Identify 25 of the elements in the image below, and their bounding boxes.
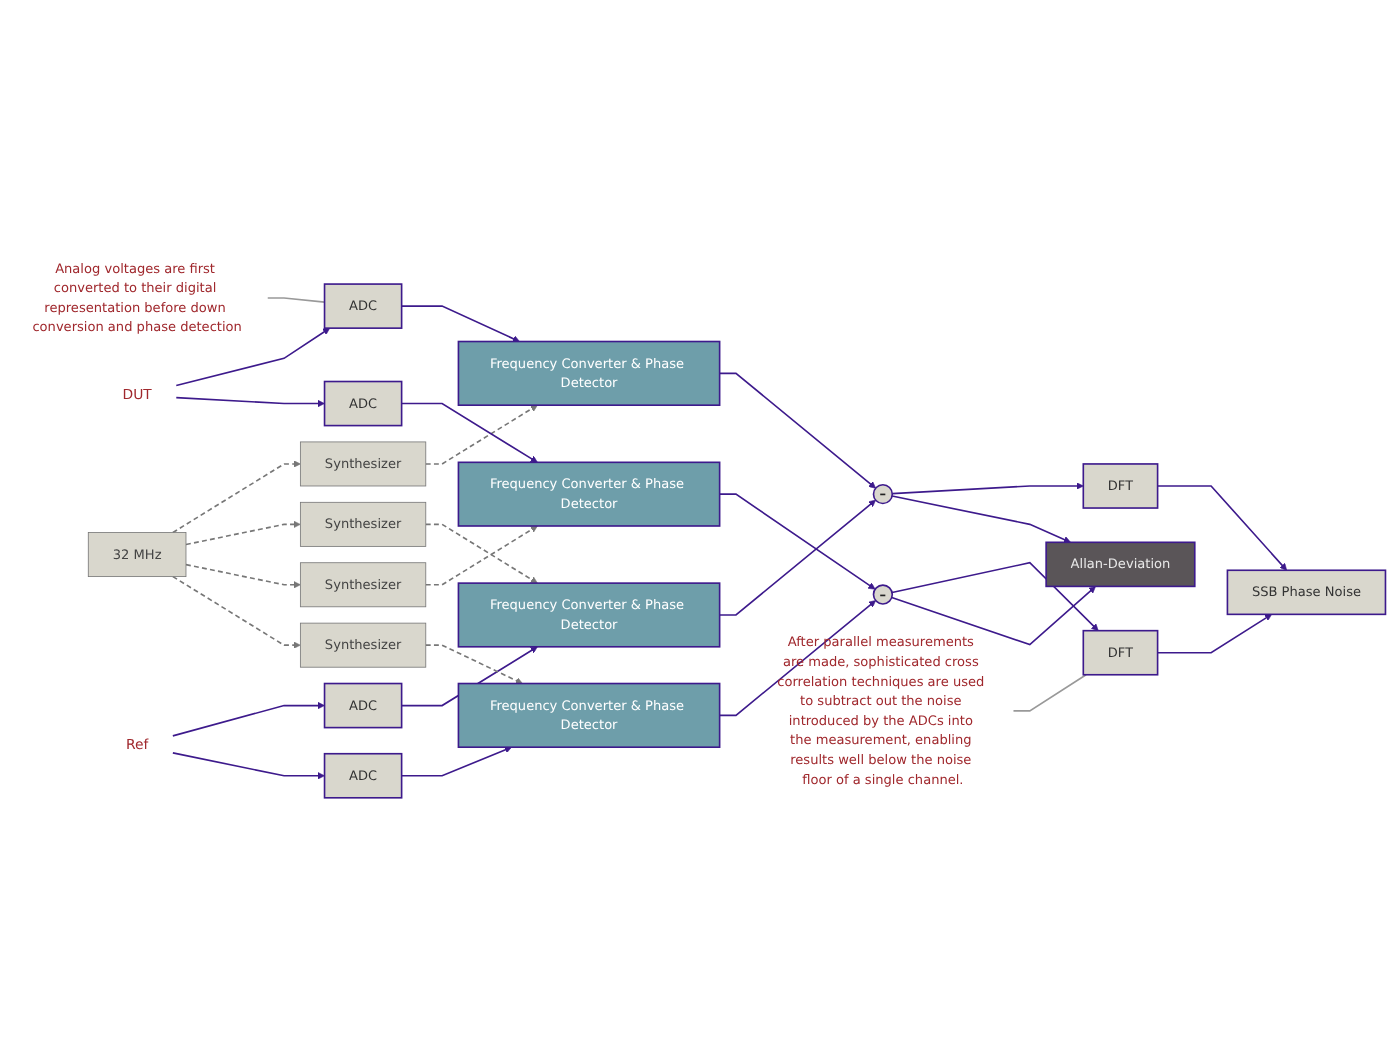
arrow: [172, 701, 325, 737]
arrow: [1156, 614, 1272, 654]
arrow: [718, 600, 876, 717]
arrow: [185, 563, 301, 589]
arrow: [891, 561, 1099, 631]
connector: [266, 297, 326, 303]
arrow: [172, 460, 301, 534]
arrow: [400, 746, 512, 777]
arrow: [400, 402, 538, 463]
arrow: [891, 482, 1084, 495]
arrow: [890, 586, 1096, 646]
arrow: [424, 644, 523, 684]
arrow: [1156, 485, 1287, 571]
arrow: [424, 404, 538, 465]
arrow: [400, 305, 520, 343]
arrow: [891, 495, 1071, 543]
arrow: [172, 752, 325, 780]
arrow: [172, 575, 301, 649]
arrow: [718, 493, 876, 590]
arrow: [185, 520, 301, 546]
arrow: [718, 499, 876, 616]
arrow: [175, 396, 325, 408]
arrow: [718, 372, 876, 489]
arrow: [175, 327, 331, 387]
connector: [1012, 673, 1087, 712]
